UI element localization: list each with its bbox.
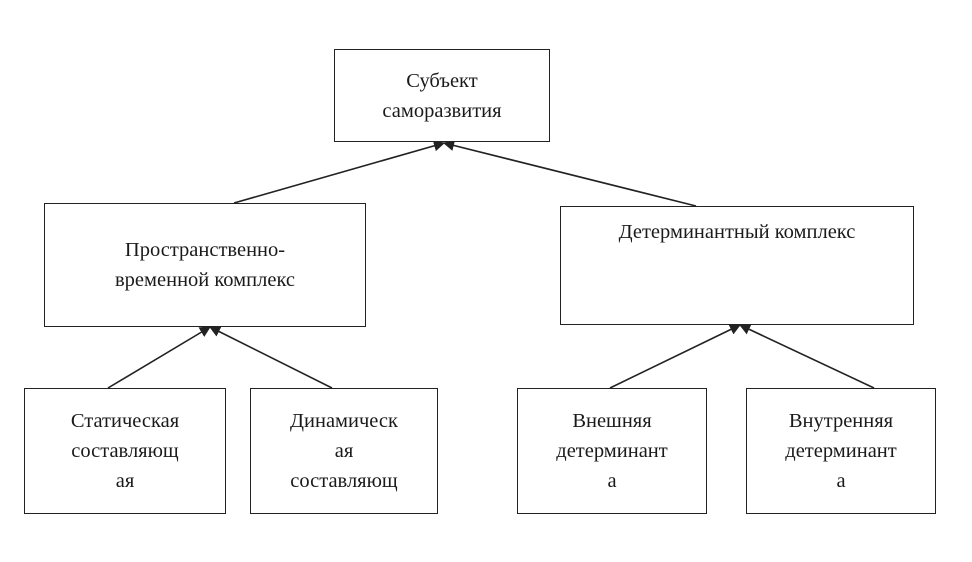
- node-internal-line-3: а: [836, 470, 846, 492]
- edge-external-to-right: [609, 324, 742, 389]
- node-root: Субъект саморазвития: [334, 49, 550, 142]
- edge-static-to-left: [107, 326, 211, 389]
- node-external-line-1: Внешняя: [572, 410, 652, 432]
- node-internal-line-2: детерминант: [785, 440, 897, 462]
- node-internal-determinant: Внутренняя детерминант а: [746, 388, 936, 514]
- node-external-line-3: а: [607, 470, 617, 492]
- node-determinant-line-1: Детерминантный комплекс: [618, 221, 856, 243]
- node-root-line-2: саморазвития: [382, 99, 502, 122]
- edge-dynamic-to-left: [208, 326, 333, 389]
- node-external-determinant: Внешняя детерминант а: [517, 388, 707, 514]
- node-static-component: Статическая составляющ ая: [24, 388, 226, 514]
- node-dynamic-line-2: ая: [334, 440, 354, 462]
- node-spatiotemporal-line-1: Пространственно-: [124, 239, 286, 261]
- edge-right-to-root: [442, 140, 697, 207]
- node-dynamic-component: Динамическ ая составляющ: [250, 388, 438, 514]
- node-spatiotemporal-complex: Пространственно- временной комплекс: [44, 203, 366, 327]
- node-spatiotemporal-line-2: временной комплекс: [115, 269, 295, 291]
- node-static-line-1: Статическая: [70, 410, 180, 432]
- node-external-line-2: детерминант: [556, 440, 668, 462]
- node-dynamic-line-1: Динамическ: [290, 410, 398, 432]
- node-determinant-complex: Детерминантный комплекс: [560, 206, 914, 325]
- node-static-line-2: составляющ: [71, 440, 179, 462]
- node-internal-line-1: Внутренняя: [788, 410, 894, 432]
- node-static-line-3: ая: [115, 470, 135, 492]
- edge-left-to-root: [233, 140, 446, 204]
- node-dynamic-line-3: составляющ: [290, 470, 398, 492]
- edge-internal-to-right: [738, 324, 875, 389]
- node-root-line-1: Субъект: [406, 69, 478, 92]
